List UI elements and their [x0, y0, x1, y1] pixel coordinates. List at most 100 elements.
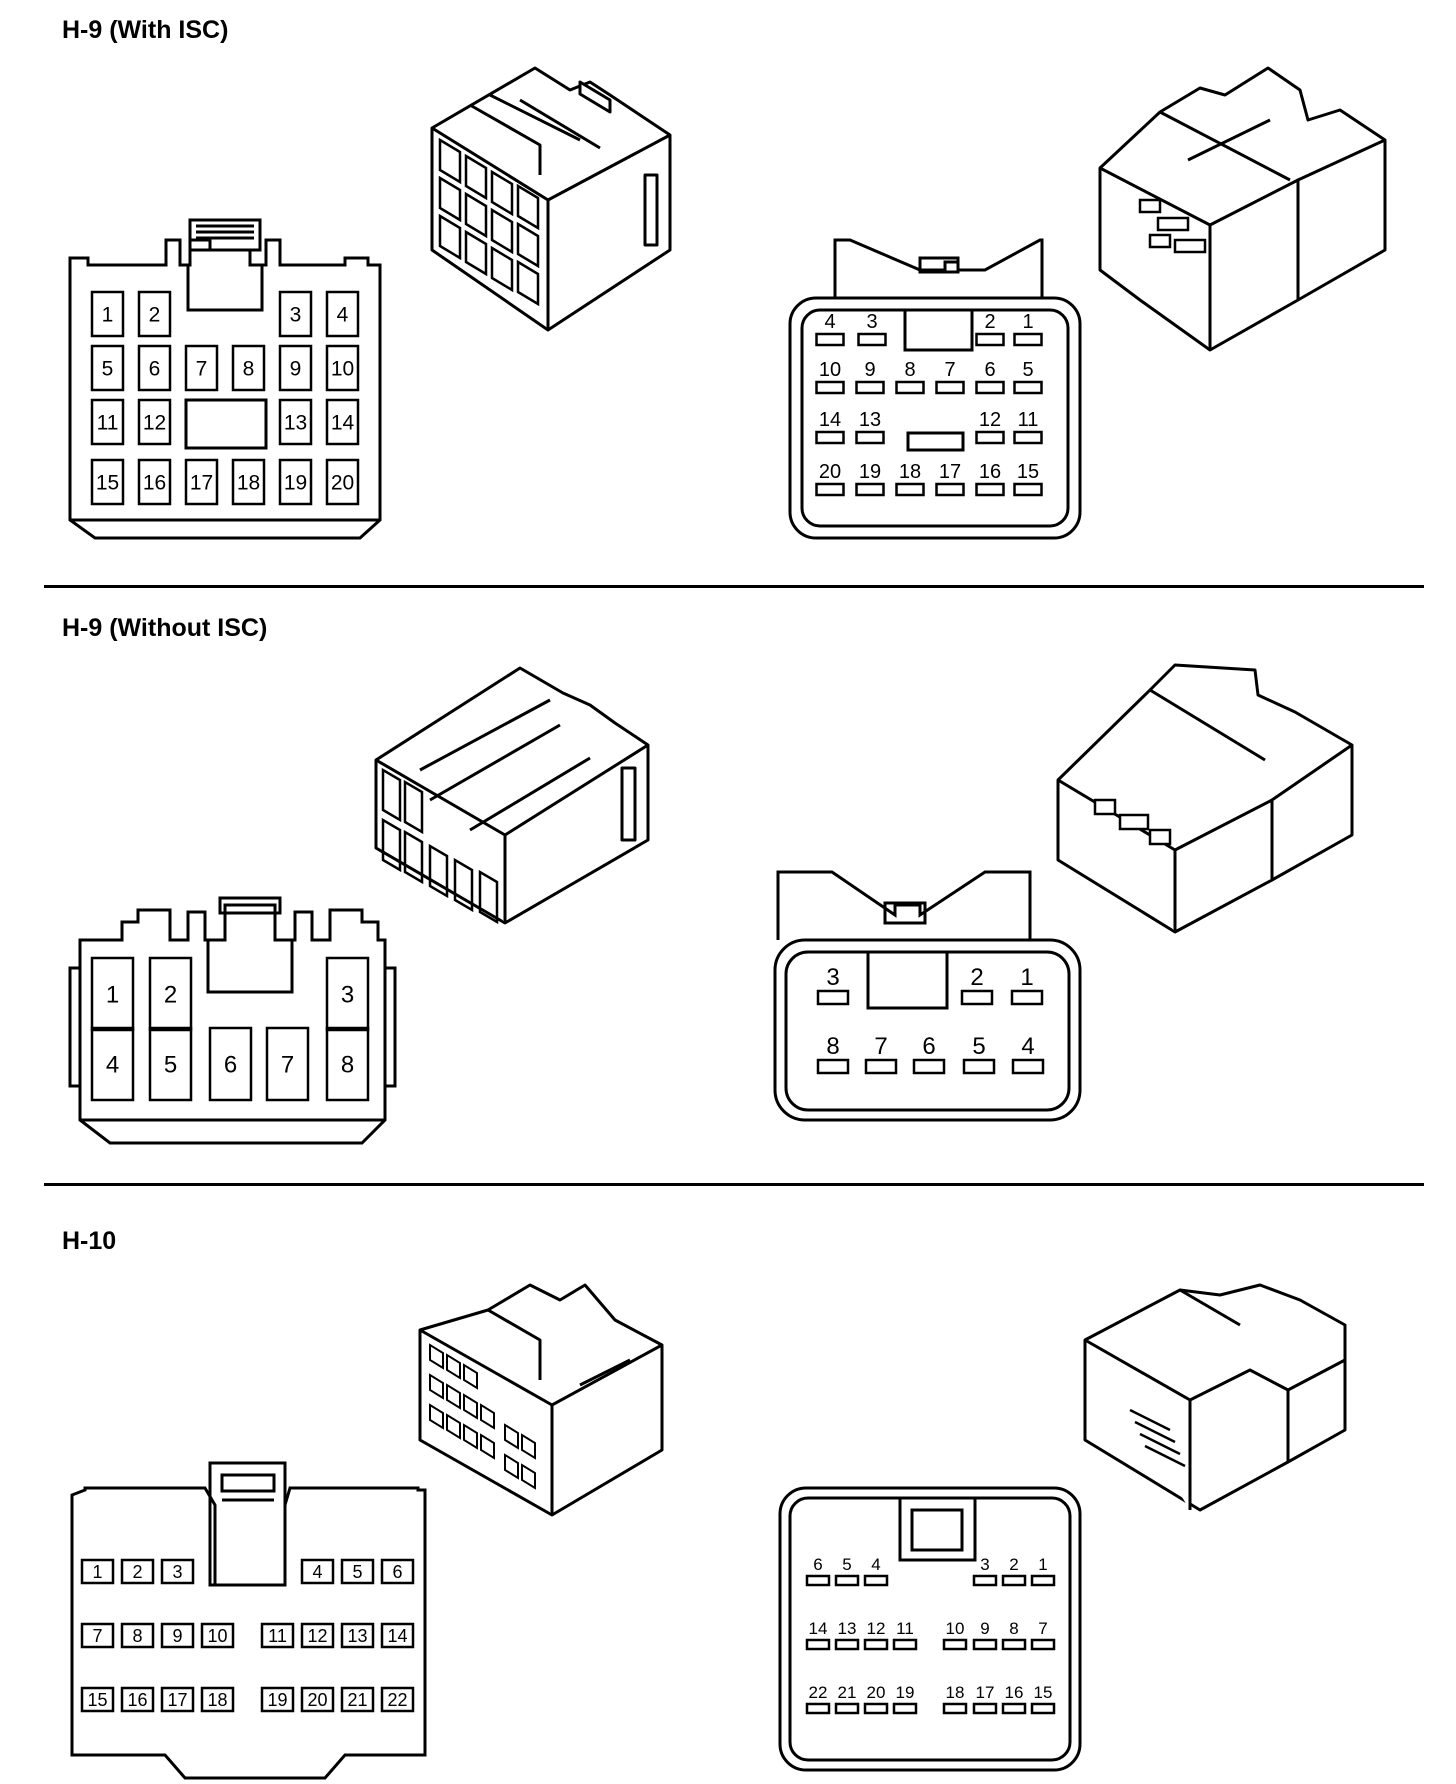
terminal-number: 2 [149, 304, 161, 327]
terminal-number: 8 [1009, 1619, 1018, 1638]
terminal-cavity: 3 [278, 290, 313, 338]
terminal-number: 17 [190, 472, 213, 495]
terminal-cavity: 20 [300, 1686, 335, 1713]
terminal-cavity: 3 [325, 956, 370, 1032]
terminal-number: 14 [819, 409, 841, 431]
terminal-cavity: 15 [80, 1686, 115, 1713]
terminal-number: 4 [337, 304, 349, 327]
terminal-pin: 16 [975, 461, 1005, 497]
terminal-number: 22 [809, 1683, 828, 1702]
terminal-pin: 4 [1011, 1033, 1045, 1075]
terminal-number: 6 [224, 1052, 237, 1079]
terminal-number: 7 [1038, 1619, 1047, 1638]
terminal-number: 10 [331, 358, 354, 381]
terminal-cavity: 1 [90, 290, 125, 338]
terminal-cavity: 16 [137, 458, 172, 506]
terminal-pin: 2 [1001, 1555, 1027, 1587]
terminal-number: 12 [867, 1619, 886, 1638]
h10-male-connector-illustration [1083, 1283, 1347, 1512]
terminal-cavity: 7 [265, 1026, 310, 1102]
terminal-cavity: 8 [231, 344, 266, 392]
terminal-number: 11 [268, 1626, 287, 1646]
terminal-number: 19 [284, 472, 307, 495]
terminal-number: 3 [172, 1562, 182, 1582]
terminal-pin: 7 [864, 1033, 898, 1075]
terminal-number: 17 [939, 461, 961, 483]
terminal-pin: 5 [834, 1555, 860, 1587]
terminal-cavity: 4 [325, 290, 360, 338]
terminal-number: 14 [331, 412, 355, 435]
terminal-number: 17 [167, 1690, 187, 1710]
terminal-cavity: 21 [340, 1686, 375, 1713]
terminal-number: 8 [904, 359, 915, 381]
terminal-number: 4 [871, 1555, 880, 1574]
terminal-number: 3 [290, 304, 302, 327]
terminal-number: 17 [976, 1683, 995, 1702]
terminal-cavity: 14 [325, 398, 360, 446]
terminal-number: 5 [1022, 359, 1033, 381]
terminal-number: 11 [896, 1619, 914, 1638]
terminal-number: 7 [196, 358, 208, 381]
terminal-pin: 4 [815, 311, 845, 347]
h9-with-isc-male-connector-illustration [1098, 66, 1387, 352]
terminal-number: 9 [290, 358, 302, 381]
terminal-cavity: 5 [340, 1558, 375, 1585]
terminal-pin: 1 [1013, 311, 1043, 347]
terminal-pin: 16 [1001, 1683, 1027, 1715]
terminal-cavity: 12 [137, 398, 172, 446]
terminal-cavity: 19 [278, 458, 313, 506]
terminal-number: 2 [132, 1562, 142, 1582]
terminal-pin: 15 [1030, 1683, 1056, 1715]
terminal-pin: 8 [1001, 1619, 1027, 1651]
terminal-number: 12 [307, 1626, 327, 1646]
terminal-number: 16 [1005, 1683, 1024, 1702]
terminal-number: 10 [207, 1626, 227, 1646]
terminal-number: 12 [143, 412, 166, 435]
terminal-number: 15 [96, 472, 119, 495]
terminal-pin: 17 [972, 1683, 998, 1715]
terminal-number: 9 [980, 1619, 989, 1638]
terminal-pin: 18 [895, 461, 925, 497]
terminal-number: 1 [1022, 311, 1033, 333]
terminal-number: 6 [813, 1555, 822, 1574]
terminal-number: 2 [984, 311, 995, 333]
terminal-number: 5 [352, 1562, 362, 1582]
terminal-number: 14 [387, 1626, 407, 1646]
terminal-number: 9 [864, 359, 875, 381]
terminal-number: 15 [1017, 461, 1039, 483]
terminal-pin: 19 [892, 1683, 918, 1715]
terminal-cavity: 12 [300, 1622, 335, 1649]
h9-with-isc-female-connector-illustration [430, 66, 672, 332]
terminal-number: 2 [164, 982, 177, 1009]
terminal-pin: 7 [935, 359, 965, 395]
terminal-pin: 3 [857, 311, 887, 347]
terminal-number: 15 [87, 1690, 107, 1710]
terminal-pin: 5 [1013, 359, 1043, 395]
terminal-pin: 13 [834, 1619, 860, 1651]
terminal-cavity: 13 [340, 1622, 375, 1649]
h9-without-isc-female-connector-illustration [374, 666, 650, 925]
terminal-cavity: 22 [380, 1686, 415, 1713]
terminal-number: 20 [819, 461, 841, 483]
terminal-number: 8 [341, 1052, 354, 1079]
terminal-pin: 21 [834, 1683, 860, 1715]
terminal-number: 19 [859, 461, 881, 483]
terminal-pin: 2 [975, 311, 1005, 347]
terminal-number: 13 [838, 1619, 857, 1638]
terminal-pin: 12 [863, 1619, 889, 1651]
terminal-cavity: 17 [184, 458, 219, 506]
section-divider-2 [44, 1183, 1424, 1186]
terminal-number: 19 [896, 1683, 915, 1702]
terminal-pin: 9 [855, 359, 885, 395]
terminal-pin: 18 [942, 1683, 968, 1715]
terminal-cavity: 1 [80, 1558, 115, 1585]
terminal-cavity: 8 [120, 1622, 155, 1649]
terminal-number: 6 [984, 359, 995, 381]
terminal-cavity: 9 [278, 344, 313, 392]
terminal-cavity: 2 [148, 956, 193, 1032]
terminal-cavity: 15 [90, 458, 125, 506]
terminal-cavity: 14 [380, 1622, 415, 1649]
terminal-number: 5 [842, 1555, 851, 1574]
